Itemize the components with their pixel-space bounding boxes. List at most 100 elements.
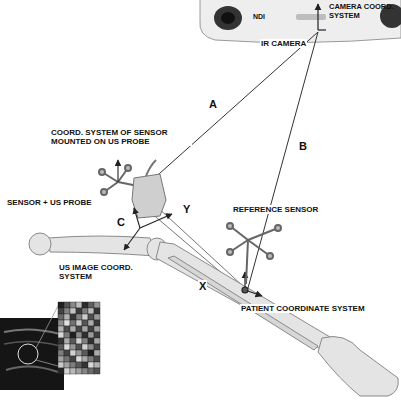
patient-coord-label: PATIENT COORDINATE SYSTEM xyxy=(240,304,366,313)
pixel-cell xyxy=(76,362,82,368)
pixel-cell xyxy=(88,368,94,374)
pixel-cell xyxy=(64,302,70,308)
leg-bones xyxy=(29,233,398,396)
us-probe xyxy=(132,160,166,218)
pixel-cell xyxy=(64,326,70,332)
pixel-cell xyxy=(82,344,88,350)
pixel-cell xyxy=(82,314,88,320)
pixel-cell xyxy=(64,362,70,368)
pixel-cell xyxy=(76,332,82,338)
vector-letter: B xyxy=(298,140,308,153)
pixel-cell xyxy=(76,344,82,350)
pixel-cell xyxy=(70,320,76,326)
pixel-cell xyxy=(70,362,76,368)
pixel-cell xyxy=(64,368,70,374)
pixel-cell xyxy=(88,308,94,314)
pixel-cell xyxy=(88,338,94,344)
vector-letter: A xyxy=(208,98,218,111)
pixel-cell xyxy=(58,320,64,326)
patient-axes xyxy=(242,272,262,296)
pixel-cell xyxy=(94,308,100,314)
pixel-cell xyxy=(70,350,76,356)
pixel-cell xyxy=(76,350,82,356)
pixel-cell xyxy=(76,308,82,314)
pixel-cell xyxy=(82,332,88,338)
pixel-cell xyxy=(58,344,64,350)
pixel-cell xyxy=(70,308,76,314)
pixel-cell xyxy=(82,326,88,332)
pixel-cell xyxy=(94,338,100,344)
pixel-cell xyxy=(76,338,82,344)
pixel-cell xyxy=(94,326,100,332)
pixel-cell xyxy=(58,332,64,338)
pixel-cell xyxy=(82,356,88,362)
sensor-axes xyxy=(117,160,118,182)
pixel-cell xyxy=(94,350,100,356)
pixel-cell xyxy=(70,356,76,362)
image-coord-label: US IMAGE COORD. SYSTEM xyxy=(58,263,134,281)
pixel-cell xyxy=(64,338,70,344)
camera-coord-label: CAMERA COORD. SYSTEM xyxy=(328,3,398,20)
pixel-cell xyxy=(58,326,64,332)
reference-sensor xyxy=(227,223,281,284)
pixel-cell xyxy=(58,356,64,362)
axis-letter: Y xyxy=(182,203,191,216)
pixel-cell xyxy=(88,356,94,362)
pixel-cell xyxy=(88,314,94,320)
pixel-cell xyxy=(58,314,64,320)
pixel-cell xyxy=(94,368,100,374)
pixel-cell xyxy=(76,326,82,332)
pixel-cell xyxy=(76,314,82,320)
pixel-cell xyxy=(94,356,100,362)
brand-label: NDI xyxy=(252,13,266,21)
pixel-cell xyxy=(64,344,70,350)
pixel-cell xyxy=(82,338,88,344)
pixel-cell xyxy=(64,332,70,338)
pixel-cell xyxy=(58,350,64,356)
pixel-cell xyxy=(64,308,70,314)
pixel-cell xyxy=(88,302,94,308)
pixel-cell xyxy=(58,338,64,344)
sensor-coord-label: COORD. SYSTEM OF SENSOR MOUNTED ON US PR… xyxy=(50,128,192,146)
pixel-cell xyxy=(58,308,64,314)
pixel-cell xyxy=(82,302,88,308)
pixel-cell xyxy=(82,320,88,326)
pixel-cell xyxy=(94,362,100,368)
camera-label: IR CAMERA xyxy=(260,39,307,48)
probe-label: SENSOR + US PROBE xyxy=(6,198,93,207)
pixel-cell xyxy=(76,302,82,308)
pixel-cell xyxy=(94,320,100,326)
pixel-cell xyxy=(70,344,76,350)
pixel-cell xyxy=(70,326,76,332)
pixel-cell xyxy=(88,362,94,368)
pixel-cell xyxy=(76,320,82,326)
pixel-cell xyxy=(88,326,94,332)
pixel-cell xyxy=(88,344,94,350)
pixel-cell xyxy=(58,362,64,368)
pixel-cell xyxy=(82,368,88,374)
pixel-cell xyxy=(82,308,88,314)
pixel-cell xyxy=(64,350,70,356)
pixel-cell xyxy=(58,302,64,308)
pixel-cell xyxy=(70,314,76,320)
pixel-cell xyxy=(94,302,100,308)
vector-letter: C xyxy=(116,216,126,229)
axis-letter: X xyxy=(198,280,207,293)
reference-label: REFERENCE SENSOR xyxy=(232,205,319,214)
pixel-grid xyxy=(58,302,100,374)
pixel-cell xyxy=(64,314,70,320)
ir-camera xyxy=(200,0,401,43)
pixel-cell xyxy=(58,368,64,374)
pixel-cell xyxy=(82,362,88,368)
pixel-cell xyxy=(70,332,76,338)
pixel-cell xyxy=(64,356,70,362)
pixel-cell xyxy=(70,302,76,308)
pixel-cell xyxy=(82,350,88,356)
camera-axes xyxy=(318,4,326,30)
pixel-cell xyxy=(70,338,76,344)
pixel-cell xyxy=(88,350,94,356)
pixel-cell xyxy=(88,332,94,338)
pixel-cell xyxy=(76,356,82,362)
pixel-cell xyxy=(70,368,76,374)
pixel-cell xyxy=(76,368,82,374)
